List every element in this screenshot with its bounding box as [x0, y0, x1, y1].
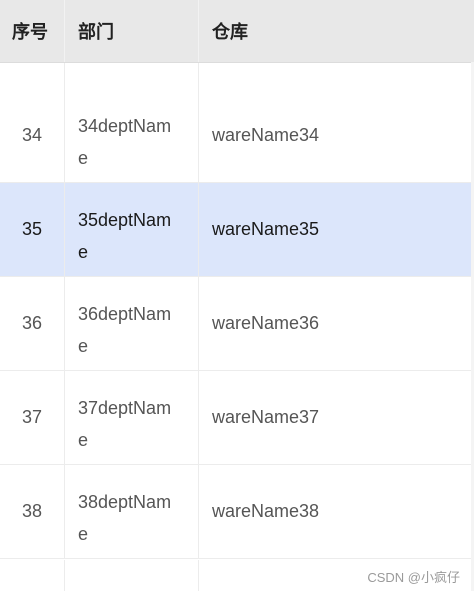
table-row-partial[interactable] — [0, 63, 474, 90]
column-header-index[interactable]: 序号 — [0, 0, 65, 62]
table-row-partial[interactable] — [0, 560, 474, 591]
dept-cell: 36deptName — [65, 277, 199, 370]
warehouse-cell: wareName38 — [212, 501, 320, 521]
dept-cell: 35deptName — [65, 183, 199, 276]
row-index-cell: 37 — [0, 371, 65, 464]
table-row[interactable]: 34 34deptName wareName34 — [0, 89, 474, 183]
table-cell — [65, 560, 199, 591]
warehouse-cell: wareName37 — [212, 407, 320, 427]
row-index-cell: 35 — [0, 183, 65, 276]
watermark-text: CSDN @小疯仔 — [367, 570, 460, 585]
row-index-cell: 38 — [0, 465, 65, 558]
table-header: 序号 部门 仓库 — [0, 0, 474, 63]
warehouse-cell: wareName34 — [212, 125, 320, 145]
table-row[interactable]: 37 37deptName wareName37 — [0, 371, 474, 465]
dept-cell: 37deptName — [65, 371, 199, 464]
row-index-cell: 36 — [0, 277, 65, 370]
table-row[interactable]: 36 36deptName wareName36 — [0, 277, 474, 371]
table-cell — [199, 63, 474, 89]
table-cell — [0, 63, 65, 89]
vertical-scrollbar-track[interactable] — [471, 62, 474, 591]
warehouse-cell: wareName36 — [212, 313, 320, 333]
dept-cell: 38deptName — [65, 465, 199, 558]
table-cell — [65, 63, 199, 89]
row-index-cell: 34 — [0, 89, 65, 182]
table-row-selected[interactable]: 35 35deptName wareName35 — [0, 183, 474, 277]
column-header-warehouse[interactable]: 仓库 — [212, 22, 248, 42]
warehouse-cell: wareName35 — [212, 219, 320, 239]
table-row[interactable]: 38 38deptName wareName38 — [0, 465, 474, 559]
table-cell — [0, 560, 65, 591]
column-header-dept[interactable]: 部门 — [65, 0, 199, 62]
dept-cell: 34deptName — [65, 89, 199, 182]
